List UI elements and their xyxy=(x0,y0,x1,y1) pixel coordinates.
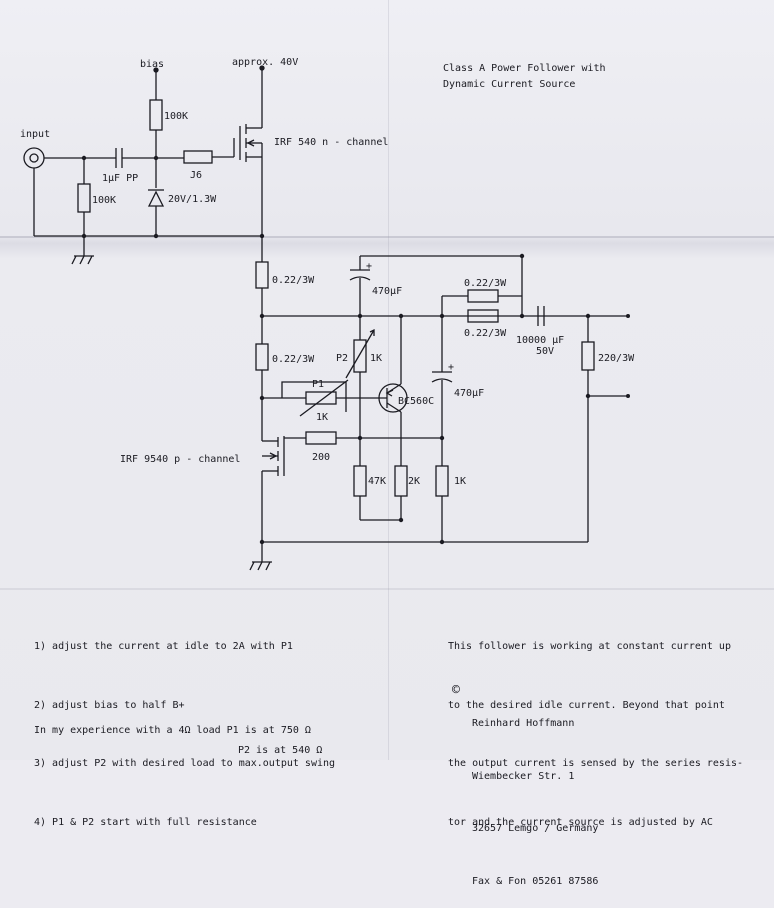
input-jack xyxy=(23,147,45,169)
experience-note-2: P2 is at 540 Ω xyxy=(238,702,322,780)
resistor-bias xyxy=(149,99,163,131)
label-input: input xyxy=(20,129,50,140)
wires xyxy=(23,65,628,571)
step-item: 4) P1 & P2 start with full resistance xyxy=(34,816,257,828)
potentiometer-p2 xyxy=(353,339,367,373)
label-c-470-mid-plus: + xyxy=(448,362,454,373)
resistor-input xyxy=(77,183,91,213)
label-p1-name: P1 xyxy=(312,379,324,390)
label-supply: approx. 40V xyxy=(232,57,298,68)
resistor-1k xyxy=(435,465,449,497)
step-item: 2) adjust bias to half B+ xyxy=(34,699,185,711)
label-r-mid: 0.22/3W xyxy=(272,354,315,365)
label-r-bias: 100K xyxy=(164,111,188,122)
label-q-p: IRF 9540 p - channel xyxy=(120,454,240,465)
label-j6: J6 xyxy=(190,170,202,181)
label-r-out-a: 0.22/3W xyxy=(464,278,507,289)
author-phone: Fax & Fon 05261 87586 xyxy=(472,875,599,887)
label-q-n: IRF 540 n - channel xyxy=(274,137,388,148)
author-name: Reinhard Hoffmann xyxy=(472,718,575,729)
label-p1-val: 1K xyxy=(316,412,328,423)
label-c-out-v: 50V xyxy=(536,346,554,357)
title-line-2: Dynamic Current Source xyxy=(443,79,575,90)
label-r-top: 0.22/3W xyxy=(272,275,315,286)
author-block: Reinhard Hoffmann Wiembecker Str. 1 3265… xyxy=(472,680,598,908)
label-cap-in: 1µF PP xyxy=(102,173,138,184)
label-r-load: 220/3W xyxy=(598,353,635,364)
label-r-input: 100K xyxy=(92,195,116,206)
resistor-47k xyxy=(353,465,367,497)
experience-note: In my experience with a 4Ω load P1 is at… xyxy=(34,682,311,760)
label-bc: BC560C xyxy=(398,396,434,407)
label-c-out: 10000 µF xyxy=(516,335,564,346)
p1-wiper xyxy=(281,381,347,412)
fold-crease xyxy=(0,588,774,590)
resistor-200 xyxy=(305,431,337,445)
experience-line: In my experience with a 4Ω load P1 is at… xyxy=(34,725,311,736)
resistor-2k xyxy=(394,465,408,497)
label-p2-val: 1K xyxy=(370,353,382,364)
label-r-out-b: 0.22/3W xyxy=(464,328,507,339)
description-line: This follower is working at constant cur… xyxy=(448,641,731,652)
label-r-2k: 2K xyxy=(408,476,420,487)
resistor-load xyxy=(581,341,595,371)
title-line-1: Class A Power Follower with xyxy=(443,63,606,74)
fold-crease xyxy=(0,236,774,238)
label-r-1k: 1K xyxy=(454,476,466,487)
resistor-top-022 xyxy=(255,261,269,289)
zener-diode xyxy=(147,190,165,207)
copyright-symbol: © xyxy=(452,683,460,698)
step-item: 1) adjust the current at idle to 2A with… xyxy=(34,641,293,652)
label-r-200: 200 xyxy=(312,452,330,463)
resistor-mid-022 xyxy=(255,343,269,371)
label-c-470-top-plus: + xyxy=(366,261,372,272)
experience-line: P2 is at 540 Ω xyxy=(238,745,323,756)
fold-crease xyxy=(388,0,389,760)
author-city: 32657 Lemgo / Germany xyxy=(472,823,599,834)
circuit-schematic: input bias approx. 40V 100K 100K 1µF PP … xyxy=(20,57,635,571)
paper-background xyxy=(0,0,774,760)
junction-dots xyxy=(81,155,630,545)
author-street: Wiembecker Str. 1 xyxy=(472,770,575,782)
capacitor-470-top xyxy=(349,276,371,281)
label-r-47k: 47K xyxy=(368,476,386,487)
label-zener: 20V/1.3W xyxy=(168,194,217,205)
capacitor-470-mid xyxy=(431,378,453,383)
resistor-out-a xyxy=(467,289,499,303)
resistor-out-b xyxy=(467,309,499,323)
j6-element xyxy=(183,150,213,164)
description-line: to the desired idle current. Beyond that… xyxy=(448,699,725,711)
label-bias: bias xyxy=(140,59,164,70)
potentiometer-p1 xyxy=(305,391,337,405)
label-c-470-mid: 470µF xyxy=(454,388,484,399)
label-p2-name: P2 xyxy=(336,353,348,364)
label-c-470-top: 470µF xyxy=(372,286,402,297)
